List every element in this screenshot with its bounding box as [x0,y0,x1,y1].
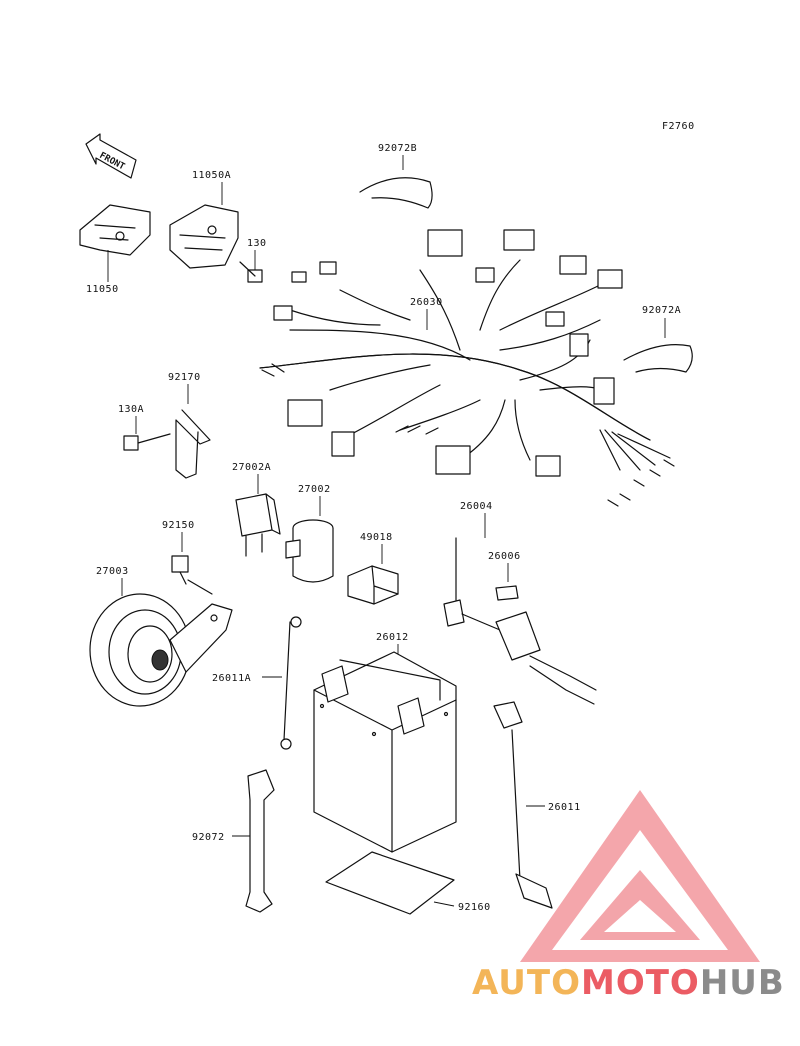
battery-26012 [313,651,457,853]
label-27003: 27003 [96,566,129,577]
label-92072b: 92072B [378,143,417,154]
label-11050a: 11050A [192,170,231,181]
bracket-11050a [169,204,239,269]
label-130a: 130A [118,404,144,415]
main-harness-26030 [259,229,675,507]
watermark-text: AUTOMOTOHUB [472,963,785,1003]
bracket-92170 [175,409,211,479]
relay-27002 [285,519,334,583]
watermark-logo: AUTOMOTOHUB [472,790,785,1003]
label-26030: 26030 [410,297,443,308]
connector-49018 [347,565,399,605]
label-26006: 26006 [488,551,521,562]
relay-27002a [235,493,281,557]
label-92072: 92072 [192,832,225,843]
bolt-130a [123,435,139,451]
label-26011: 26011 [548,802,581,813]
label-49018: 49018 [360,532,393,543]
bracket-11050 [79,204,151,256]
label-92072a: 92072A [642,305,681,316]
triangle-logo-icon [520,790,760,962]
fuse-26006 [495,585,519,601]
band-92072 [245,769,275,913]
bolt-130 [239,261,263,283]
label-92150: 92150 [162,520,195,531]
horn-27003 [89,593,233,707]
label-26011a: 26011A [212,673,251,684]
label-27002: 27002 [298,484,331,495]
clamp-92072b [359,177,433,209]
label-130: 130 [247,238,267,249]
label-92170: 92170 [168,372,201,383]
fuse-holder-26004 [443,537,597,705]
battery-cable-26011a [280,616,302,750]
label-26004: 26004 [460,501,493,512]
label-27002a: 27002A [232,462,271,473]
label-26012: 26012 [376,632,409,643]
label-11050: 11050 [86,284,119,295]
figure-code: F2760 [662,121,695,132]
clamp-92072a [623,344,693,373]
label-92160: 92160 [458,902,491,913]
battery-cable-26011 [493,701,553,909]
front-arrow-icon: FRONT [85,133,137,179]
pad-92160 [325,851,455,915]
bolt-92150 [171,555,213,595]
